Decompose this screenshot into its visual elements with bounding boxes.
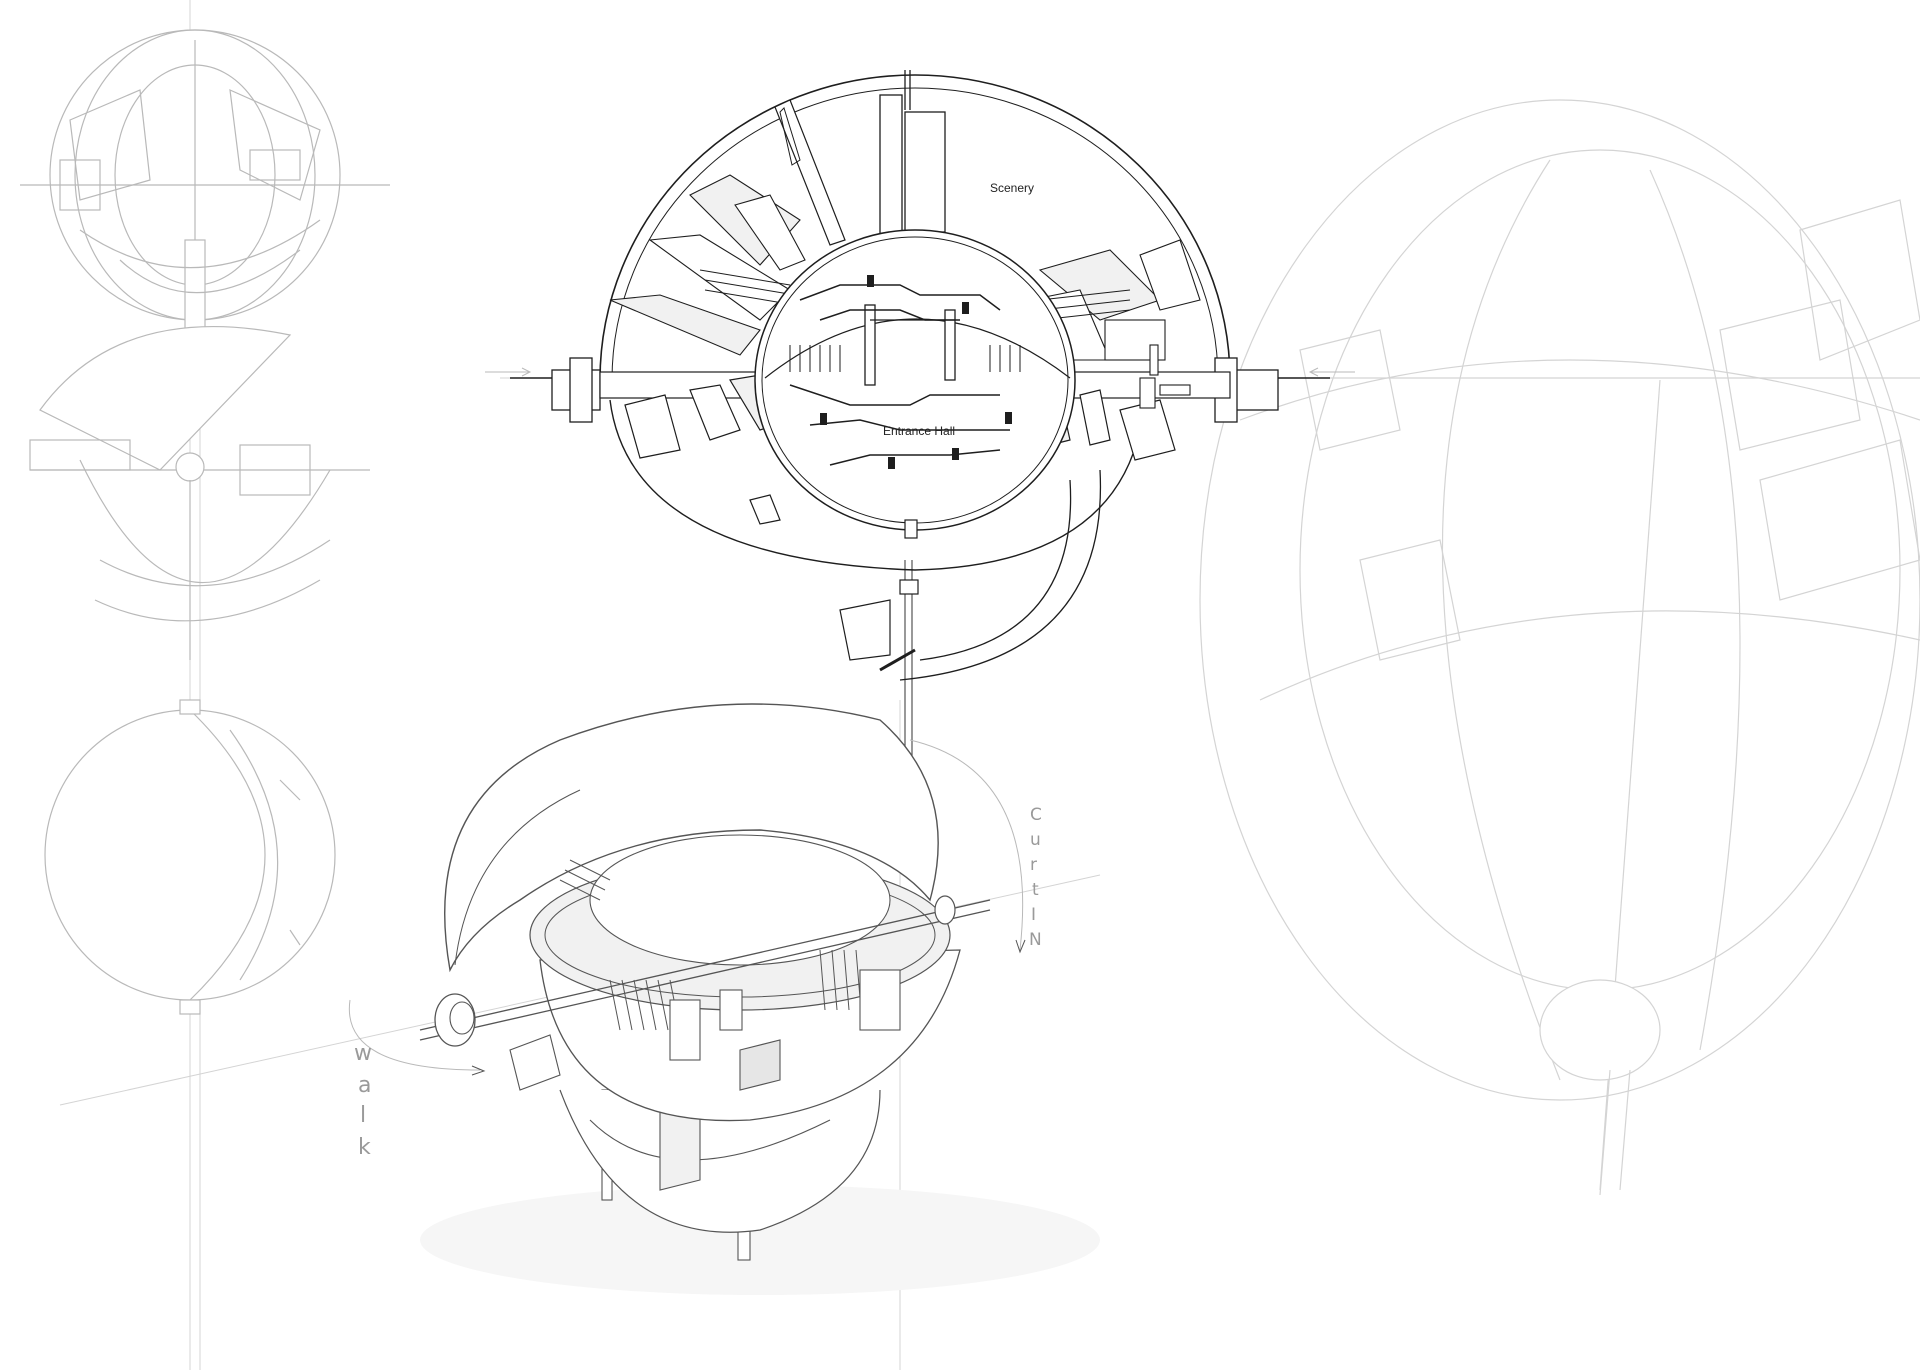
curtin-label: C u r t I N [1029,805,1042,950]
curtin-letter-4: t [1032,880,1039,900]
curtin-letter-1: C [1030,805,1042,825]
perspective-view-right [1199,99,1920,1196]
axonometric-view: C u r t I N w a l k [348,703,1100,1295]
walk-letter-3: l [360,1103,366,1128]
elevation-view-top-left [20,29,390,360]
walk-letter-2: a [358,1073,371,1098]
inner-sphere [754,229,1076,531]
stair-markers [820,275,1012,469]
walk-letter-1: w [354,1041,372,1066]
curtin-letter-6: N [1029,930,1042,950]
entrance-hall-label: Entrance Hall [883,424,955,438]
curtin-letter-3: r [1030,855,1037,875]
section-diagram: Scenery Entrance Hall [485,70,1355,780]
ground-shadow [420,1185,1100,1295]
scenery-label: Scenery [990,181,1034,195]
walk-label: w a l k [354,1041,372,1160]
walk-letter-4: k [358,1135,371,1160]
curtin-letter-5: I [1031,905,1036,925]
elevation-view-lower-left [44,699,336,1015]
curtin-letter-2: u [1030,830,1041,850]
elevation-view-middle-left [29,326,370,660]
